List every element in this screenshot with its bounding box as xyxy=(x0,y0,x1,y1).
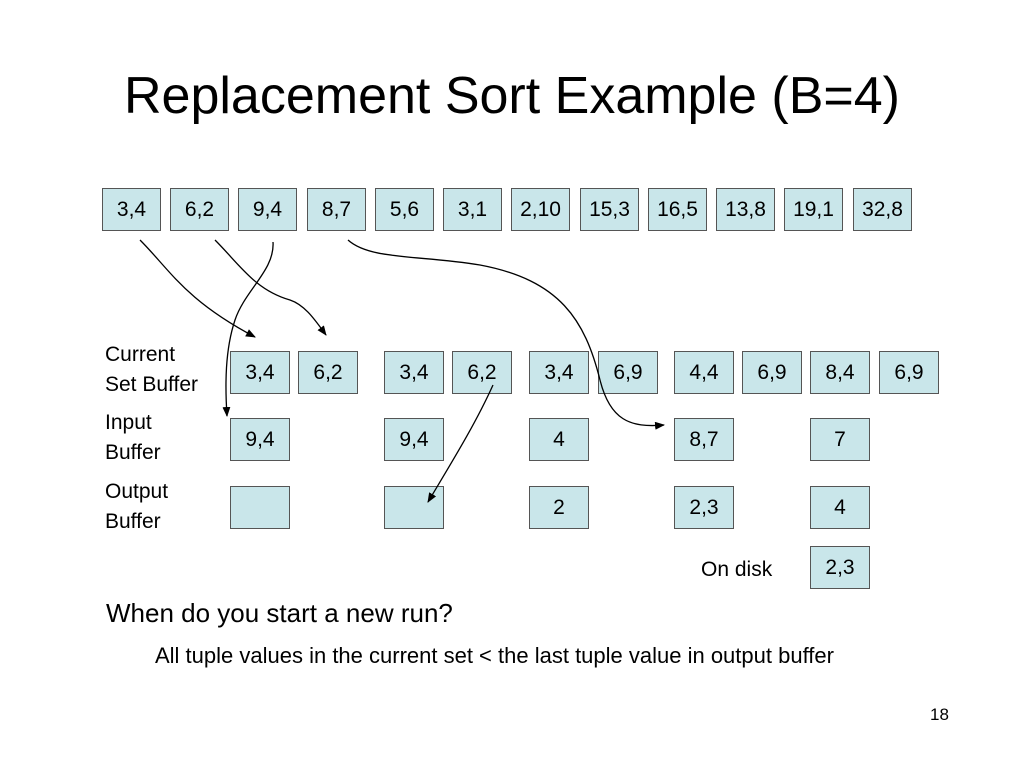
current-set-cell: 6,9 xyxy=(598,351,658,394)
output-buffer-cell: 2 xyxy=(529,486,589,529)
input-buffer-cell: 9,4 xyxy=(230,418,290,461)
arrow-8-7-to-input-buffer xyxy=(347,239,665,430)
input-buffer-cell: 8,7 xyxy=(674,418,734,461)
current-set-cell: 6,2 xyxy=(452,351,512,394)
input-buffer-cell: 9,4 xyxy=(384,418,444,461)
output-buffer-cell: 2,3 xyxy=(674,486,734,529)
input-buffer-label: Input Buffer xyxy=(105,411,161,464)
arrow-3-4-to-current-set xyxy=(139,239,256,338)
input-tuple: 9,4 xyxy=(238,188,297,231)
input-tuple: 15,3 xyxy=(580,188,639,231)
input-tuple: 3,1 xyxy=(443,188,502,231)
current-set-buffer-label: Current Set Buffer xyxy=(105,343,199,396)
on-disk-cell: 2,3 xyxy=(810,546,870,589)
slide-title: Replacement Sort Example (B=4) xyxy=(123,67,900,125)
input-tuple: 3,4 xyxy=(102,188,161,231)
current-set-cell: 6,2 xyxy=(298,351,358,394)
output-buffer-label: Output Buffer xyxy=(105,480,169,533)
input-buffer-cell: 4 xyxy=(529,418,589,461)
current-set-cell: 3,4 xyxy=(230,351,290,394)
current-set-cell: 3,4 xyxy=(384,351,444,394)
current-set-cell: 3,4 xyxy=(529,351,589,394)
arrow-6-2-to-output-buffer xyxy=(427,384,494,503)
slide-number: 18 xyxy=(930,705,949,724)
on-disk-label: On disk xyxy=(701,558,773,581)
output-buffer-cell: 4 xyxy=(810,486,870,529)
current-set-cell: 8,4 xyxy=(810,351,870,394)
output-buffer-cell xyxy=(230,486,290,529)
current-set-cell: 4,4 xyxy=(674,351,734,394)
input-tuple: 2,10 xyxy=(511,188,570,231)
input-tuple: 8,7 xyxy=(307,188,366,231)
input-tuple: 16,5 xyxy=(648,188,707,231)
input-tuple: 13,8 xyxy=(716,188,775,231)
current-set-cell: 6,9 xyxy=(879,351,939,394)
input-tuple: 32,8 xyxy=(853,188,912,231)
current-set-cell: 6,9 xyxy=(742,351,802,394)
arrow-9-4-to-input-buffer xyxy=(222,241,274,417)
input-tuple: 5,6 xyxy=(375,188,434,231)
question-text: When do you start a new run? xyxy=(106,598,453,628)
input-tuple: 6,2 xyxy=(170,188,229,231)
answer-text: All tuple values in the current set < th… xyxy=(155,643,834,668)
input-buffer-cell: 7 xyxy=(810,418,870,461)
input-tuple: 19,1 xyxy=(784,188,843,231)
arrow-6-2-to-current-set xyxy=(214,239,327,336)
